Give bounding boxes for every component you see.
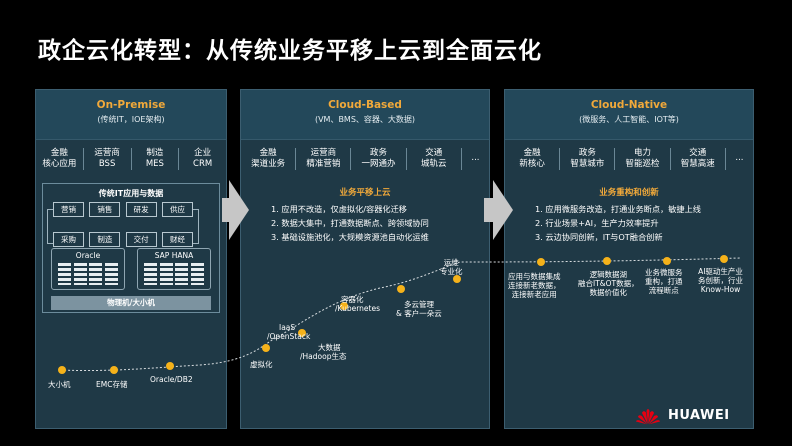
timeline-dot	[58, 366, 66, 374]
timeline-label: 逻辑数据湖融合IT&OT数据，数据价值化	[578, 270, 639, 297]
timeline-label: IaaS/OpenStack	[267, 323, 311, 341]
arrow-body	[222, 198, 230, 222]
timeline-label: Oracle/DB2	[150, 375, 193, 384]
module: 财经	[161, 232, 193, 247]
huawei-flower-icon	[636, 409, 660, 425]
loop-connector-right	[193, 209, 199, 244]
biz-item: 交通智慧高速	[669, 148, 725, 170]
module: 采购	[53, 232, 84, 247]
timeline-label: 容器化/Kubernetes	[335, 295, 380, 313]
it-box-title: 传统IT应用与数据	[98, 189, 164, 198]
bullet-item: 1. 应用微服务改造，打通业务断点，敏捷上线	[535, 204, 701, 214]
timeline-label: 多云管理& 客户一朵云	[396, 300, 442, 318]
biz-item: 政务一网通办	[350, 148, 405, 170]
physical-machine-bar: 物理机/大小机	[51, 296, 211, 310]
biz-ellipsis: ...	[460, 148, 489, 170]
cloud-biz-row: 金融渠道业务 运营商精准营销 政务一网通办 交通城轨云 ...	[241, 148, 489, 170]
arrow-body	[484, 198, 494, 222]
module-grid: 营销 销售 研发 供应 采购 制造 交付 财经	[53, 202, 193, 262]
cloud-header: Cloud-Based (VM、BMS、容器、大数据)	[241, 90, 489, 140]
timeline-dot	[663, 257, 671, 265]
timeline-dot	[603, 257, 611, 265]
timeline-label: 运维专业化	[440, 258, 463, 276]
timeline-dot	[340, 302, 348, 310]
timeline-label: 业务微服务重构，打通流程断点	[645, 268, 683, 295]
cloud-based-panel: Cloud-Based (VM、BMS、容器、大数据) 金融渠道业务 运营商精准…	[240, 89, 490, 429]
biz-item: 金融渠道业务	[251, 148, 286, 169]
native-title: Cloud-Native	[590, 99, 668, 111]
biz-item: 运营商精准营销	[295, 148, 350, 170]
cloud-subtitle: (VM、BMS、容器、大数据)	[314, 115, 416, 124]
db-tables-icon	[58, 263, 118, 285]
bullet-item: 3. 基础设施池化，大规模资源池自动化运维	[271, 232, 429, 242]
timeline-dot	[298, 329, 306, 337]
db-label: Oracle	[75, 251, 101, 260]
sap-hana-db: SAP HANA	[137, 248, 211, 290]
page-title: 政企云化转型：从传统业务平移上云到全面云化	[38, 38, 542, 64]
timeline-dot	[453, 275, 461, 283]
timeline-dot	[537, 258, 545, 266]
biz-item: 政务智慧城市	[559, 148, 614, 170]
timeline-label: 应用与数据集成连接新老数据，连接新老应用	[508, 272, 561, 299]
bullet-item: 2. 行业场景+AI，生产力效率提升	[535, 218, 659, 228]
loop-connector-left	[47, 209, 53, 244]
cloud-bullet-list: 1. 应用不改造，仅虚拟化/容器化迁移 2. 数据大集中，打通数据断点、跨领域协…	[271, 202, 429, 244]
onprem-header: On-Premise (传统IT，IOE架构)	[36, 90, 226, 140]
biz-item: 金融核心应用	[42, 148, 77, 169]
native-bullet-list: 1. 应用微服务改造，打通业务断点，敏捷上线 2. 行业场景+AI，生产力效率提…	[535, 202, 701, 244]
bullet-item: 3. 云边协同创新，IT与OT融合创新	[535, 232, 663, 242]
timeline-label: 大小机	[48, 380, 71, 389]
biz-item: 交通城轨云	[405, 148, 461, 170]
transition-arrow-icon	[493, 180, 513, 240]
timeline-dot	[720, 255, 728, 263]
bullet-item: 1. 应用不改造，仅虚拟化/容器化迁移	[271, 204, 407, 214]
native-header: Cloud-Native (微服务、人工智能、IOT等)	[505, 90, 753, 140]
timeline-dot	[166, 362, 174, 370]
traditional-it-box: 传统IT应用与数据 营销 销售 研发 供应 采购 制造 交付 财经 Oracle…	[42, 183, 220, 313]
timeline-dot	[110, 366, 118, 374]
cloud-title: Cloud-Based	[328, 99, 402, 111]
cloud-section-title: 业务平移上云	[339, 188, 391, 198]
module: 销售	[89, 202, 121, 217]
module: 营销	[53, 202, 84, 217]
huawei-logo: HUAWEI	[634, 405, 730, 425]
transition-arrow-icon	[229, 180, 249, 240]
module: 研发	[125, 202, 157, 217]
db-label: SAP HANA	[154, 251, 194, 260]
native-subtitle: (微服务、人工智能、IOT等)	[579, 115, 679, 124]
biz-item: 金融新核心	[519, 148, 545, 169]
timeline-label: 大数据/Hadoop生态	[300, 343, 347, 361]
bullet-item: 2. 数据大集中，打通数据断点、跨领域协同	[271, 218, 429, 228]
module: 供应	[161, 202, 193, 217]
biz-ellipsis: ...	[724, 148, 753, 170]
native-biz-row: 金融新核心 政务智慧城市 电力智能巡检 交通智慧高速 ...	[505, 148, 753, 170]
db-tables-icon	[144, 263, 204, 285]
native-section-title: 业务重构和创新	[599, 188, 659, 198]
oracle-db: Oracle	[51, 248, 125, 290]
biz-item: 电力智能巡检	[614, 148, 669, 170]
onprem-subtitle: (传统IT，IOE架构)	[97, 115, 165, 124]
module: 交付	[125, 232, 157, 247]
cloud-native-panel: Cloud-Native (微服务、人工智能、IOT等) 金融新核心 政务智慧城…	[504, 89, 754, 429]
timeline-label: 虚拟化	[250, 360, 273, 369]
brand-name: HUAWEI	[668, 407, 730, 423]
timeline-dot	[397, 285, 405, 293]
module: 制造	[89, 232, 121, 247]
onprem-title: On-Premise	[96, 99, 166, 111]
timeline-dot	[262, 344, 270, 352]
timeline-label: EMC存储	[96, 380, 128, 389]
